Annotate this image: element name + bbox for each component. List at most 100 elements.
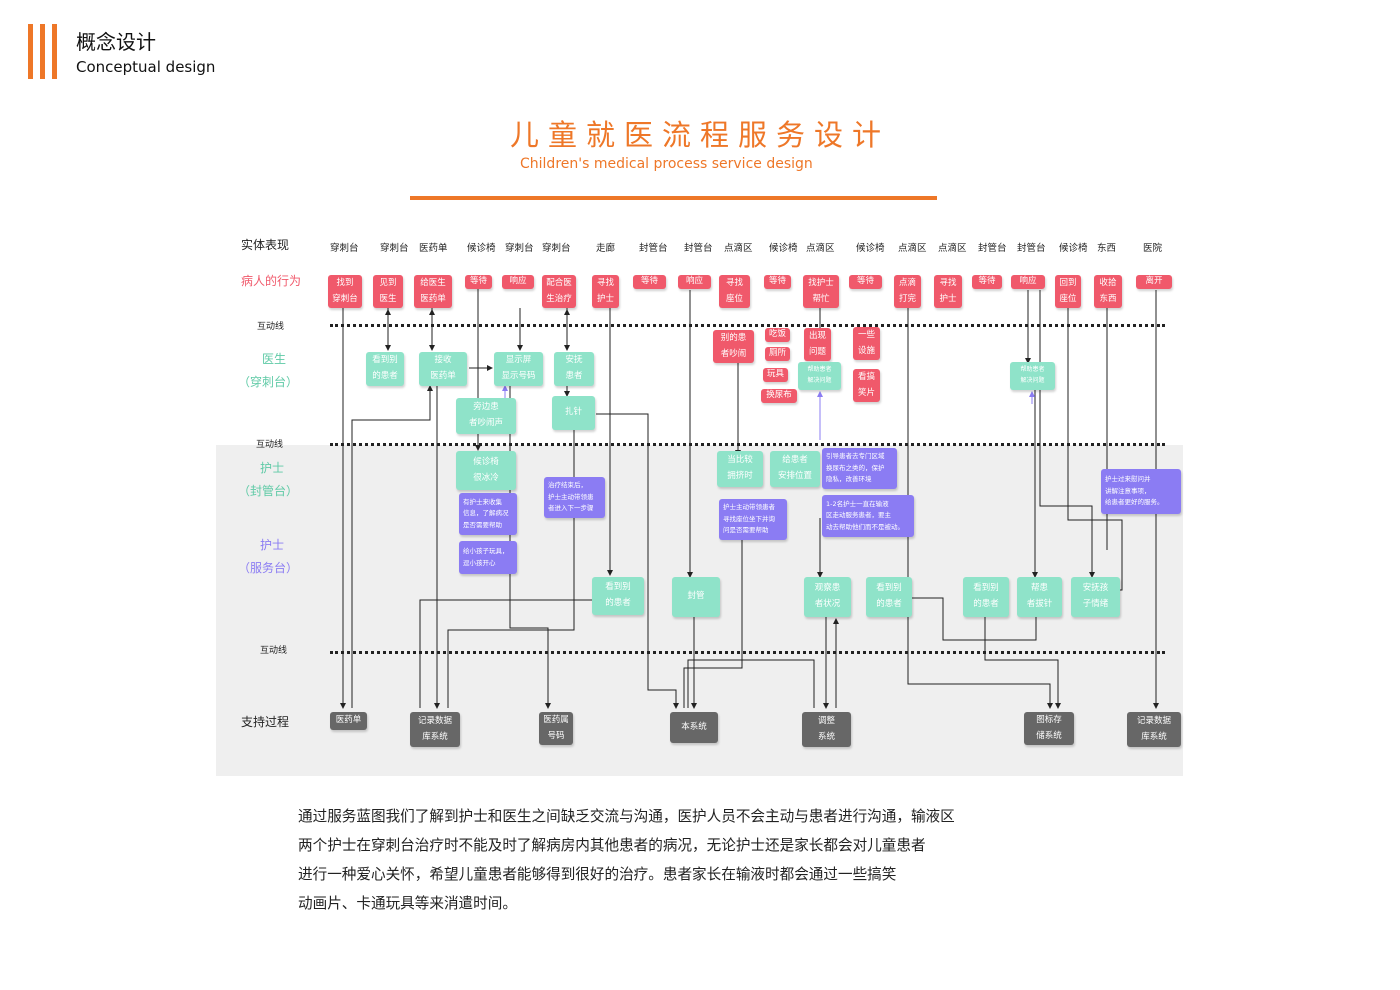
patient-action: 点滴打完 (894, 275, 921, 308)
nurse-action: 给患者安排位置 (770, 451, 820, 487)
service-note: 护士过来慰问并讲解注意事项，给患者更好的服务。 (1101, 469, 1181, 514)
doctor-action: 显示屏显示号码 (494, 352, 543, 386)
interaction-line-label-2: 互动线 (256, 440, 284, 450)
connector (912, 597, 1037, 641)
issue-box: 玩具 (763, 368, 788, 382)
patient-action: 等待 (849, 275, 882, 289)
physical-item: 医院 (1143, 243, 1163, 254)
service-note: 给小孩子玩具，逗小孩开心 (459, 541, 517, 574)
patient-action: 配合医生治疗 (542, 275, 576, 308)
page-title: 儿童就医流程服务设计 (509, 118, 890, 152)
row-label-support: 支持过程 (241, 715, 290, 729)
doctor-action: 看到别的患者 (366, 352, 404, 386)
patient-action: 响应 (678, 275, 711, 289)
physical-item: 走廊 (596, 243, 616, 254)
physical-item: 封管台 (684, 243, 713, 254)
connector (1067, 308, 1123, 591)
interaction-line-label-1: 互动线 (257, 322, 285, 332)
issue-box: 吃饭 (765, 328, 790, 342)
summary-paragraph: 通过服务蓝图我们了解到护士和医生之间缺乏交流与沟通，医护人员不会主动与患者进行沟… (298, 802, 955, 918)
row-label-physical: 实体表现 (241, 238, 290, 252)
help-box: 帮助患者解决问题 (798, 362, 841, 390)
patient-action: 回到座位 (1055, 275, 1081, 308)
summary-line: 动画片、卡通玩具等来消遣时间。 (298, 895, 517, 912)
help-box: 帮助患者解决问题 (1010, 362, 1055, 390)
issue-box: 一些设施 (853, 327, 880, 360)
physical-item: 医药单 (419, 243, 448, 254)
doctor-action: 旁边患者吵闹声 (456, 398, 516, 434)
physical-item: 点滴区 (806, 243, 835, 254)
physical-item: 候诊椅 (1059, 243, 1088, 254)
physical-item: 东西 (1097, 243, 1117, 254)
issue-box: 出现问题 (804, 328, 831, 361)
nurse-action: 看到别的患者 (866, 577, 912, 617)
section-subtitle: Conceptual design (76, 58, 216, 76)
doctor-action: 安抚患者 (554, 352, 594, 386)
nurse-action: 看到别的患者 (592, 577, 644, 615)
patient-action: 等待 (633, 275, 666, 289)
connector (419, 595, 603, 708)
service-note: 引导患者去专门区域换尿布之类的，保护隐私，改善环境 (822, 448, 897, 489)
support-system: 图标存储系统 (1024, 712, 1074, 745)
patient-action: 等待 (972, 275, 1002, 289)
patient-action: 寻找护士 (592, 275, 619, 308)
issue-box: 看搞笑片 (853, 369, 880, 402)
summary-line: 两个护士在穿刺台治疗时不能及时了解病房内其他患者的病况，无论护士还是家长都会对儿… (298, 837, 926, 854)
support-system: 医药属号码 (539, 712, 573, 745)
patient-action: 响应 (1011, 275, 1045, 289)
physical-item: 候诊椅 (856, 243, 885, 254)
patient-action: 寻找护士 (934, 275, 962, 308)
connector (447, 430, 575, 708)
doctor-action: 扎针 (552, 396, 595, 430)
patient-action: 找到穿刺台 (328, 275, 362, 308)
nurse-action: 当比较拥挤时 (717, 451, 763, 487)
patient-action: 给医生医药单 (414, 275, 452, 308)
row-label-nurse-1: 护士 (260, 461, 285, 475)
nurse-action: 安抚孩子情绪 (1071, 577, 1120, 617)
physical-item: 封管台 (978, 243, 1007, 254)
support-system: 记录数据库系统 (410, 712, 460, 747)
support-system: 本系统 (670, 712, 718, 743)
patient-action: 寻找座位 (719, 275, 750, 308)
summary-line: 通过服务蓝图我们了解到护士和医生之间缺乏交流与沟通，医护人员不会主动与患者进行沟… (298, 808, 955, 825)
physical-item: 穿刺台 (542, 243, 571, 254)
line-of-interaction (330, 324, 1165, 327)
support-system: 调整系统 (802, 712, 851, 747)
doctor-action: 接收医药单 (419, 352, 467, 386)
row-label-doctor-sub: （穿刺台） (238, 375, 299, 389)
physical-item: 穿刺台 (330, 243, 359, 254)
physical-item: 点滴区 (724, 243, 753, 254)
patient-action: 离开 (1136, 275, 1172, 289)
accent-bar-3 (52, 24, 57, 79)
nurse-action: 候诊椅很冰冷 (456, 451, 516, 490)
connector (1039, 290, 1095, 578)
service-note: 护士主动带领患者寻找座位坐下并询问是否需要帮助 (719, 499, 787, 540)
physical-item: 候诊椅 (769, 243, 798, 254)
row-label-patient: 病人的行为 (241, 274, 302, 288)
accent-bar-1 (28, 24, 33, 79)
section-title: 概念设计 (76, 30, 156, 54)
issue-box: 别的患者吵闹 (713, 330, 754, 363)
physical-item: 点滴区 (898, 243, 927, 254)
issue-box: 厕所 (765, 347, 790, 361)
service-note: 有护士来收集信息，了解病况是否需要帮助 (459, 493, 517, 535)
connector (683, 512, 743, 708)
physical-item: 穿刺台 (380, 243, 409, 254)
patient-action: 见到医生 (373, 275, 403, 308)
patient-action: 等待 (465, 275, 492, 289)
row-label-nurse-2: 护士 (260, 538, 285, 552)
connector (351, 385, 433, 708)
line-of-visibility (330, 443, 1165, 446)
nurse-action: 封管 (672, 577, 720, 617)
nurse-action: 帮患者拔针 (1017, 577, 1062, 617)
row-label-nurse-2-sub: （服务台） (238, 561, 299, 575)
physical-item: 点滴区 (938, 243, 967, 254)
physical-item: 封管台 (1017, 243, 1046, 254)
interaction-line-label-3: 互动线 (260, 646, 288, 656)
physical-item: 封管台 (639, 243, 668, 254)
row-label-nurse-1-sub: （封管台） (238, 484, 299, 498)
issue-box: 换尿布 (761, 389, 797, 403)
accent-bar-2 (40, 24, 45, 79)
connector (687, 659, 815, 708)
row-label-doctor: 医生 (262, 352, 287, 366)
